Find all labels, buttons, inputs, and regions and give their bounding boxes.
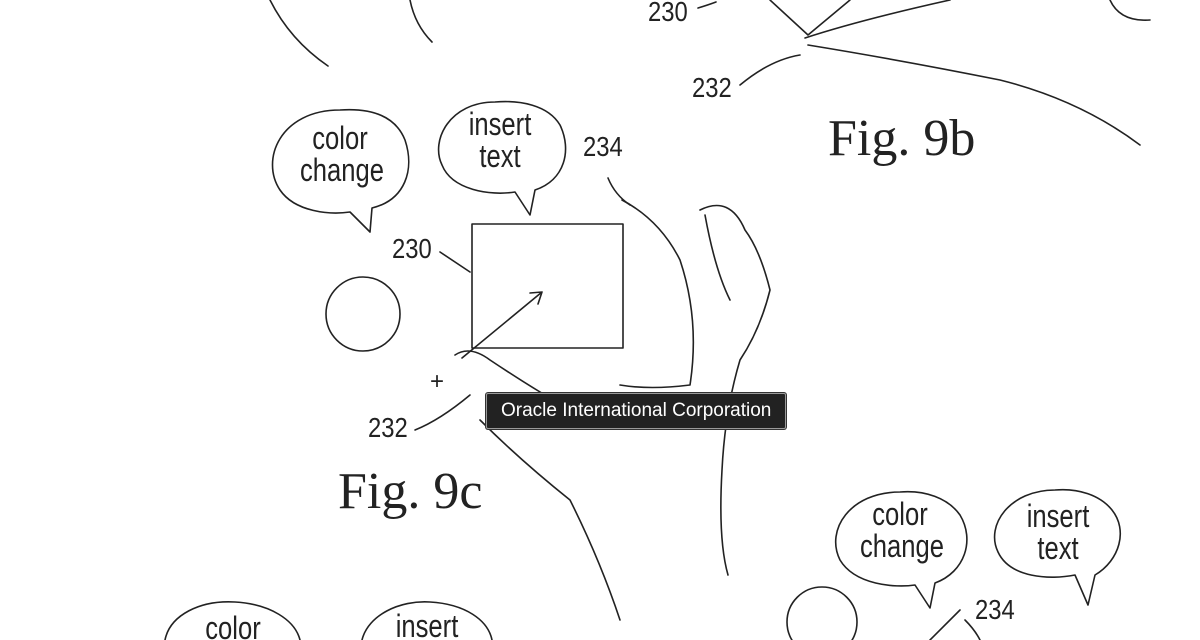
plus-marker: + bbox=[430, 368, 445, 395]
ref-230: 230 bbox=[392, 233, 432, 264]
bubble-text: text bbox=[1037, 530, 1079, 566]
bubble-text: text bbox=[479, 138, 521, 174]
hand-outline bbox=[699, 204, 771, 576]
ref-230-top: 230 bbox=[648, 0, 688, 27]
speech-bubble bbox=[164, 601, 301, 640]
ref-232: 232 bbox=[368, 412, 408, 443]
ref-232-top: 232 bbox=[692, 72, 732, 103]
ref-234-bottom: 234 bbox=[975, 594, 1015, 625]
bubble-color-change: color change bbox=[300, 120, 384, 188]
circle-object bbox=[325, 276, 401, 352]
gesture-lines bbox=[769, 0, 851, 36]
speech-bubble bbox=[834, 490, 968, 609]
speech-bubble bbox=[993, 488, 1121, 606]
hand-outline bbox=[269, 0, 329, 67]
bubble-insert: insert bbox=[395, 608, 459, 640]
hand-outline bbox=[454, 199, 695, 621]
arrow bbox=[461, 291, 543, 359]
bubble-text: color bbox=[312, 120, 368, 156]
tooltip: Oracle International Corporation bbox=[486, 393, 787, 429]
bubble-color-change: color change bbox=[860, 496, 944, 564]
bubble-insert-text: insert text bbox=[1018, 500, 1098, 564]
bubble-text: insert bbox=[468, 106, 532, 142]
figure-label-9b: Fig. 9b bbox=[828, 110, 976, 167]
speech-bubble bbox=[361, 601, 493, 640]
bubble-text: change bbox=[860, 528, 944, 564]
speech-bubble bbox=[271, 108, 410, 233]
bubble-text: change bbox=[300, 152, 384, 188]
bubble-text: insert bbox=[1026, 498, 1090, 534]
figure-label-9c: Fig. 9c bbox=[338, 463, 483, 520]
rectangle-object bbox=[471, 223, 624, 349]
bubble-text: color bbox=[872, 496, 928, 532]
bubble-insert-text: insert text bbox=[460, 108, 540, 172]
speech-bubble bbox=[437, 100, 567, 216]
bubble-color: color bbox=[205, 610, 261, 640]
ref-234: 234 bbox=[583, 131, 623, 162]
